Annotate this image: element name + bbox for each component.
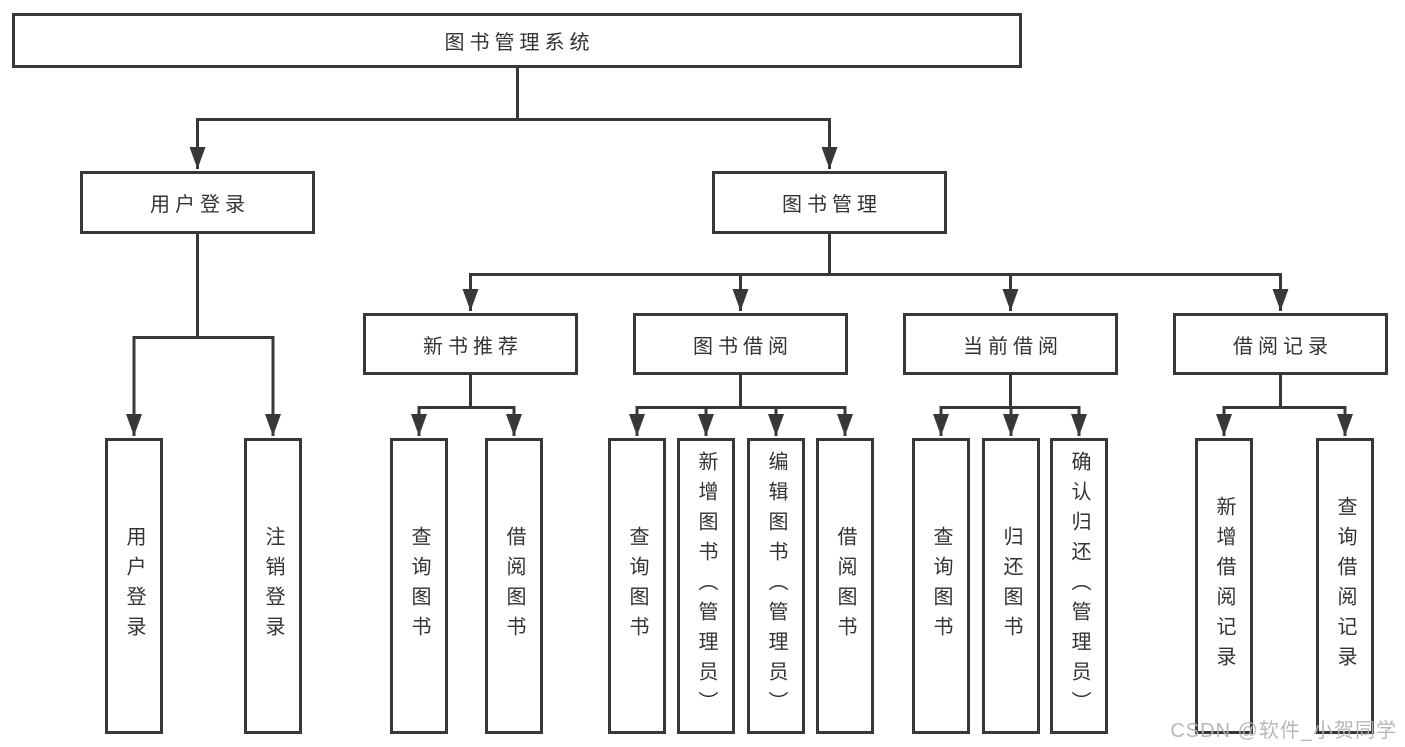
- node-book-management-label: 图书管理: [782, 194, 882, 216]
- leaf-return-books: 归还图书: [982, 438, 1040, 734]
- leaf-query-books: 查询图书: [608, 438, 666, 734]
- node-book-borrowing-label: 图书借阅: [693, 335, 793, 358]
- leaf-borrow-books: 借阅图书: [816, 438, 874, 734]
- leaf-logout-label: 注销登录: [262, 526, 284, 646]
- node-new-book-recommend: 新书推荐: [363, 313, 578, 375]
- leaf-add-borrow-record: 新增借阅记录: [1195, 438, 1253, 734]
- node-user-login-label: 用户登录: [150, 194, 250, 216]
- node-current-borrowing-label: 当前借阅: [963, 335, 1063, 358]
- leaf-logout: 注销登录: [244, 438, 302, 734]
- leaf-edit-books-admin: 编辑图书（管理员）: [747, 438, 805, 734]
- leaf-edit-books-admin-label: 编辑图书（管理员）: [765, 451, 787, 721]
- leaf-add-books-admin-label: 新增图书（管理员）: [695, 451, 717, 721]
- leaf-borrow-books-label: 借阅图书: [834, 526, 856, 646]
- csdn-watermark: CSDN @软件_小贺同学: [1170, 720, 1397, 742]
- node-book-borrowing: 图书借阅: [633, 313, 848, 375]
- leaf-query-borrow-record: 查询借阅记录: [1316, 438, 1374, 734]
- leaf-add-books-admin: 新增图书（管理员）: [677, 438, 735, 734]
- leaf-user-login-label: 用户登录: [123, 526, 145, 646]
- node-library-system-label: 图书管理系统: [444, 32, 595, 54]
- leaf-query-books: 查询图书: [390, 438, 448, 734]
- leaf-borrow-books: 借阅图书: [485, 438, 543, 734]
- leaf-user-login: 用户登录: [105, 438, 163, 734]
- node-borrowing-records-label: 借阅记录: [1233, 335, 1333, 358]
- leaf-query-books: 查询图书: [912, 438, 970, 734]
- leaf-borrow-books-label: 借阅图书: [503, 526, 525, 646]
- leaf-query-borrow-record-label: 查询借阅记录: [1334, 496, 1356, 676]
- leaf-confirm-return-admin-label: 确认归还（管理员）: [1068, 451, 1090, 721]
- node-new-book-recommend-label: 新书推荐: [423, 335, 523, 358]
- leaf-query-books-label: 查询图书: [408, 526, 430, 646]
- node-book-management: 图书管理: [712, 171, 947, 234]
- leaf-return-books-label: 归还图书: [1000, 526, 1022, 646]
- node-user-login: 用户登录: [80, 171, 315, 234]
- leaf-query-books-label: 查询图书: [930, 526, 952, 646]
- node-library-system: 图书管理系统: [12, 13, 1022, 68]
- node-current-borrowing: 当前借阅: [903, 313, 1118, 375]
- node-borrowing-records: 借阅记录: [1173, 313, 1388, 375]
- leaf-add-borrow-record-label: 新增借阅记录: [1213, 496, 1235, 676]
- leaf-confirm-return-admin: 确认归还（管理员）: [1050, 438, 1108, 734]
- leaf-query-books-label: 查询图书: [626, 526, 648, 646]
